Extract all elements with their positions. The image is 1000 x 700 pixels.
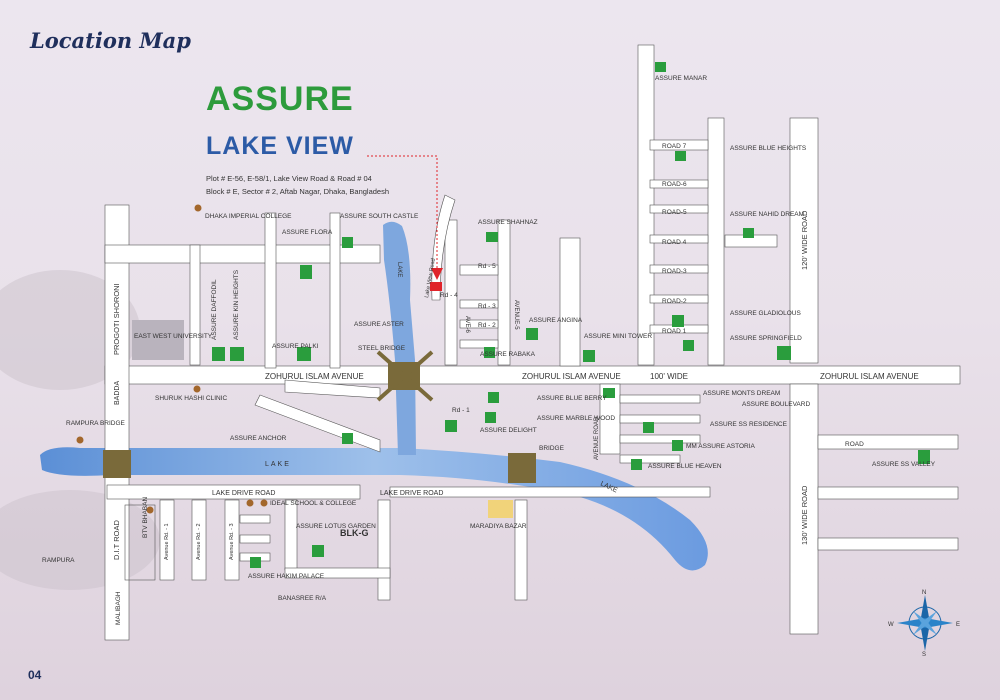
label-malibagh: MALIBAGH	[115, 591, 122, 625]
label-road-3: ROAD-3	[662, 268, 687, 275]
label-badda: BADDA	[114, 381, 121, 405]
label-assure-anchor: ASSURE ANCHOR	[230, 435, 287, 442]
label-120-wide-road: 120' WIDE ROAD	[800, 210, 809, 270]
label-assure-delight: ASSURE DELIGHT	[480, 427, 537, 434]
label-assure-lotus-garden: ASSURE LOTUS GARDEN	[296, 523, 376, 530]
label-rd-1: Rd - 1	[452, 407, 470, 414]
label-lake-drive-road-west: LAKE DRIVE ROAD	[212, 490, 275, 497]
label-zohurul-islam-avenue-mid: ZOHURUL ISLAM AVENUE	[522, 372, 621, 381]
label-assure-daffodil: ASSURE DAFFODIL	[211, 279, 218, 340]
label-100-wide: 100' WIDE	[650, 372, 688, 381]
label-assure-marble-wood: ASSURE MARBLE WOOD	[537, 415, 615, 422]
label-assure-angina: ASSURE ANGINA	[529, 317, 583, 324]
label-road-7: ROAD 7	[662, 143, 687, 150]
project-pointer-line	[367, 155, 438, 268]
brand-subname: LAKE VIEW	[206, 132, 354, 160]
label-assure-flora: ASSURE FLORA	[282, 229, 333, 236]
label-avenue-rd-3: Avenue Rd. - 3	[229, 523, 235, 560]
label-zohurul-islam-avenue-east: ZOHURUL ISLAM AVENUE	[820, 372, 919, 381]
label-assure-mini-tower: ASSURE MINI TOWER	[584, 333, 652, 340]
label-dhaka-imperial-college: DHAKA IMPERIAL COLLEGE	[205, 213, 292, 220]
label-banasree: BANASREE R/A	[278, 595, 327, 602]
label-road-2: ROAD-2	[662, 298, 687, 305]
label-mm-assure-astoria: MM ASSURE ASTORIA	[686, 443, 756, 450]
label-compass-n: N	[922, 590, 926, 596]
address-line-1: Plot # E-56, E-58/1, Lake View Road & Ro…	[206, 174, 372, 183]
label-rampura-bridge: RAMPURA BRIDGE	[66, 420, 126, 427]
label-progoti-shoroni: PROGOTI SHORONI	[112, 283, 121, 355]
maradiya-bazar-block	[488, 500, 513, 518]
label-zohurul-islam-avenue-west: ZOHURUL ISLAM AVENUE	[265, 372, 364, 381]
label-assure-manar: ASSURE MANAR	[655, 75, 707, 82]
label-avenue-road: AVENUE ROAD	[594, 416, 600, 460]
east-west-university-block	[132, 320, 184, 360]
label-road-4: ROAD 4	[662, 239, 687, 246]
label-rd-5: Rd - 5	[478, 263, 496, 270]
page-title: Location Map	[30, 28, 191, 53]
label-assure-shahnaz: ASSURE SHAHNAZ	[478, 219, 538, 226]
label-assure-blue-heaven: ASSURE BLUE HEAVEN	[648, 463, 722, 470]
label-maradiya-bazar: MARADIYA BAZAR	[470, 523, 527, 530]
label-avenue-6: AVE-6	[464, 316, 470, 334]
road-network	[104, 44, 961, 641]
label-compass-s: S	[922, 652, 926, 658]
label-avenue-rd-1: Avenue Rd. - 1	[164, 523, 170, 560]
label-road-east: ROAD	[845, 441, 864, 448]
project-pin-icon	[431, 268, 443, 280]
label-avenue-rd-2: Avenue Rd. - 2	[196, 523, 202, 560]
page-number: 04	[28, 668, 42, 682]
compass-rose-icon	[897, 595, 953, 651]
address-line-2: Block # E, Sector # 2, Aftab Nagar, Dhak…	[206, 187, 390, 196]
label-assure-ss-residence: ASSURE SS RESIDENCE	[710, 421, 788, 428]
project-location-marker	[430, 282, 442, 291]
map-labels: ASSURE MANAR ASSURE BLUE HEIGHTS ASSURE …	[42, 75, 960, 658]
label-ideal-school: IDEAL SCHOOL & COLLEGE	[270, 500, 357, 507]
label-assure-south-castle: ASSURE SOUTH CASTLE	[340, 213, 419, 220]
label-assure-ss-valley: ASSURE SS VALLEY	[872, 461, 936, 468]
label-rampura: RAMPURA	[42, 557, 75, 564]
label-road-6: ROAD-6	[662, 181, 687, 188]
label-assure-rabaka: ASSURE RABAKA	[480, 351, 536, 358]
label-road-1: ROAD 1	[662, 328, 687, 335]
label-assure-hakim-palace: ASSURE HAKIM PALACE	[248, 573, 325, 580]
lake-main	[40, 447, 708, 571]
label-130-wide-road: 130' WIDE ROAD	[800, 485, 809, 545]
label-rd-4: Rd - 4	[440, 292, 458, 299]
label-assure-boulevard: ASSURE BOULEVARD	[742, 401, 810, 408]
label-blk-g: BLK-G	[340, 528, 369, 538]
label-compass-e: E	[956, 622, 960, 628]
label-bridge: BRIDGE	[539, 445, 565, 452]
label-lake-north: LAKE	[396, 262, 402, 277]
label-dit-road: D.I.T ROAD	[112, 520, 121, 560]
project-address: Plot # E-56, E-58/1, Lake View Road & Ro…	[206, 172, 446, 198]
label-shuruk-hashi-clinic: SHURUK HASHI CLINIC	[155, 395, 228, 402]
label-rd-2: Rd - 2	[478, 322, 496, 329]
label-assure-blue-berry: ASSURE BLUE BERRY	[537, 395, 607, 402]
project-markers	[212, 62, 930, 568]
label-lake-drive-road-east: LAKE DRIVE ROAD	[380, 490, 443, 497]
label-assure-gladiolous: ASSURE GLADIOLOUS	[730, 310, 801, 317]
label-btv-bhaban: BTV BHABAN	[142, 497, 149, 538]
landmark-dots	[76, 204, 268, 514]
brand-name: ASSURE	[206, 80, 354, 118]
label-road-5: ROAD-5	[662, 209, 687, 216]
label-assure-springfield: ASSURE SPRINGFIELD	[730, 335, 802, 342]
label-lake-center: LAKE	[265, 461, 291, 468]
label-compass-w: W	[888, 622, 894, 628]
lake-north	[383, 221, 416, 455]
junction-markers	[103, 350, 536, 483]
label-assure-blue-heights: ASSURE BLUE HEIGHTS	[730, 145, 807, 152]
label-rd-3: Rd - 3	[478, 303, 496, 310]
label-assure-nahid-dream: ASSURE NAHID DREAM	[730, 211, 804, 218]
label-east-west-university: EAST WEST UNIVERSITY	[134, 333, 213, 340]
label-avenue-5: AVENUE-5	[513, 300, 519, 330]
label-assure-monts-dream: ASSURE MONTS DREAM	[703, 390, 780, 397]
label-assure-palki: ASSURE PALKI	[272, 343, 319, 350]
label-assure-aster: ASSURE ASTER	[354, 321, 404, 328]
label-assure-kin-heights: ASSURE KIN HEIGHTS	[233, 269, 240, 340]
label-steel-bridge: STEEL BRIDGE	[358, 345, 406, 352]
